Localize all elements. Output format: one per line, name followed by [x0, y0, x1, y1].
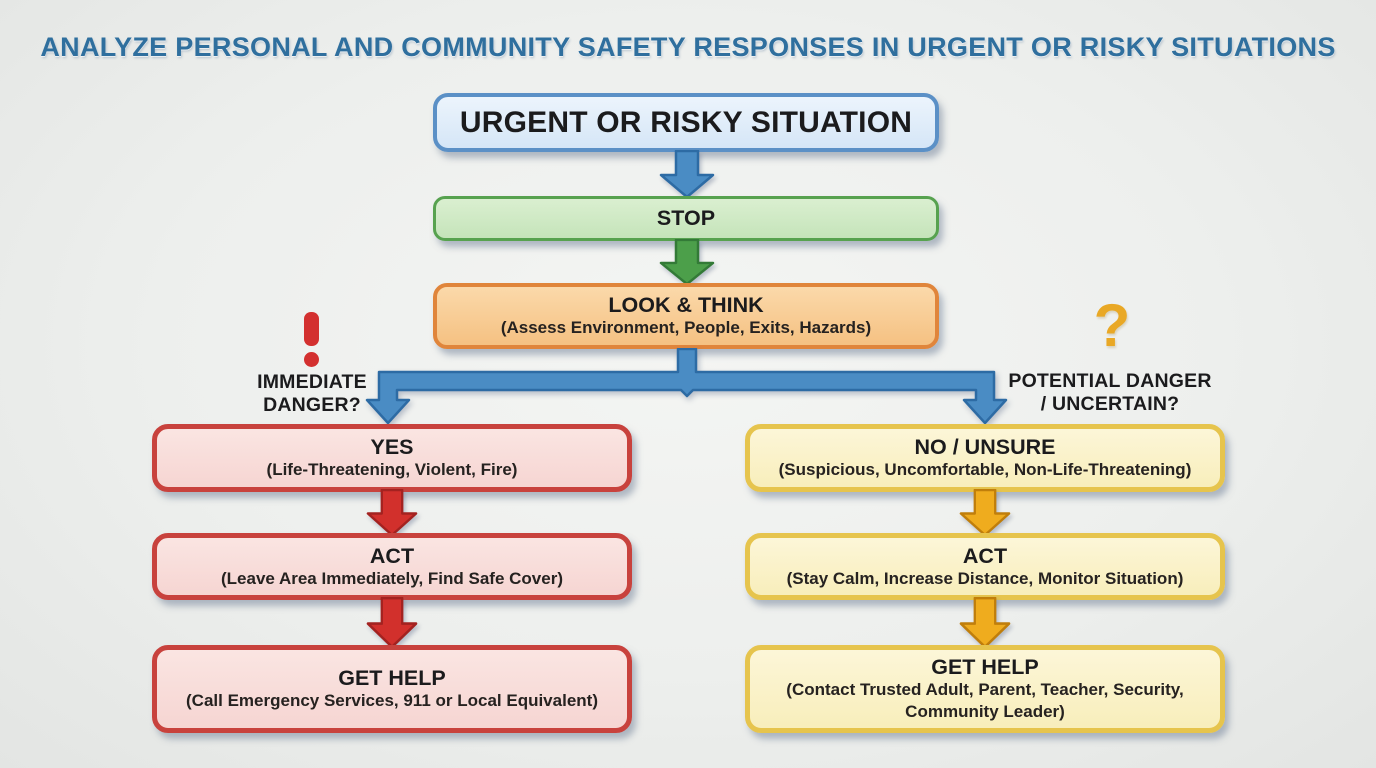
node-label: GET HELP — [931, 655, 1039, 680]
exclamation-icon — [297, 312, 325, 368]
node-detail: (Stay Calm, Increase Distance, Monitor S… — [786, 568, 1184, 588]
node-get-help-right: GET HELP (Contact Trusted Adult, Parent,… — [745, 645, 1225, 733]
arrow-down-green-icon — [659, 239, 715, 285]
arrow-down-gold-icon — [959, 597, 1011, 648]
exclamation-bar — [303, 312, 319, 346]
branch-label-line2: / UNCERTAIN? — [1040, 393, 1180, 415]
branch-label-line2: DANGER? — [263, 394, 361, 416]
node-no-unsure: NO / UNSURE (Suspicious, Uncomfortable, … — [745, 424, 1225, 492]
node-label: STOP — [656, 206, 716, 231]
branch-label-line1: IMMEDIATE — [257, 371, 367, 393]
node-detail: (Call Emergency Services, 911 or Local E… — [186, 691, 598, 711]
node-urgent-or-risky-situation: URGENT OR RISKY SITUATION — [433, 93, 939, 152]
node-act-right: ACT (Stay Calm, Increase Distance, Monit… — [745, 533, 1225, 600]
branch-label-potential-danger: POTENTIAL DANGER / UNCERTAIN? — [1002, 370, 1218, 416]
question-icon: ? — [1093, 292, 1131, 359]
node-detail: (Leave Area Immediately, Find Safe Cover… — [220, 568, 563, 588]
node-label: ACT — [962, 543, 1008, 568]
branch-connector-icon — [365, 348, 1008, 425]
node-label: GET HELP — [338, 666, 446, 691]
node-act-left: ACT (Leave Area Immediately, Find Safe C… — [152, 533, 632, 600]
arrow-down-red-icon — [366, 597, 418, 648]
node-detail: (Contact Trusted Adult, Parent, Teacher,… — [786, 680, 1184, 722]
node-label: URGENT OR RISKY SITUATION — [459, 105, 913, 139]
node-get-help-left: GET HELP (Call Emergency Services, 911 o… — [152, 645, 632, 733]
branch-label-line1: POTENTIAL DANGER — [1008, 370, 1212, 392]
node-label: ACT — [369, 543, 415, 568]
node-label: LOOK & THINK — [608, 293, 764, 318]
exclamation-dot — [303, 352, 319, 367]
arrow-down-gold-icon — [959, 489, 1011, 536]
branch-label-immediate-danger: IMMEDIATE DANGER? — [238, 371, 386, 417]
node-look-and-think: LOOK & THINK (Assess Environment, People… — [433, 283, 939, 349]
page-title: ANALYZE PERSONAL AND COMMUNITY SAFETY RE… — [40, 32, 1336, 62]
arrow-down-red-icon — [366, 489, 418, 536]
node-detail: (Life-Threatening, Violent, Fire) — [266, 460, 518, 480]
node-label: NO / UNSURE — [914, 435, 1056, 460]
node-stop: STOP — [433, 196, 939, 241]
node-detail: (Suspicious, Uncomfortable, Non-Life-Thr… — [778, 460, 1192, 480]
node-label: YES — [370, 435, 414, 460]
node-detail: (Assess Environment, People, Exits, Haza… — [500, 318, 872, 338]
arrow-down-blue-icon — [659, 150, 715, 198]
node-yes: YES (Life-Threatening, Violent, Fire) — [152, 424, 632, 492]
